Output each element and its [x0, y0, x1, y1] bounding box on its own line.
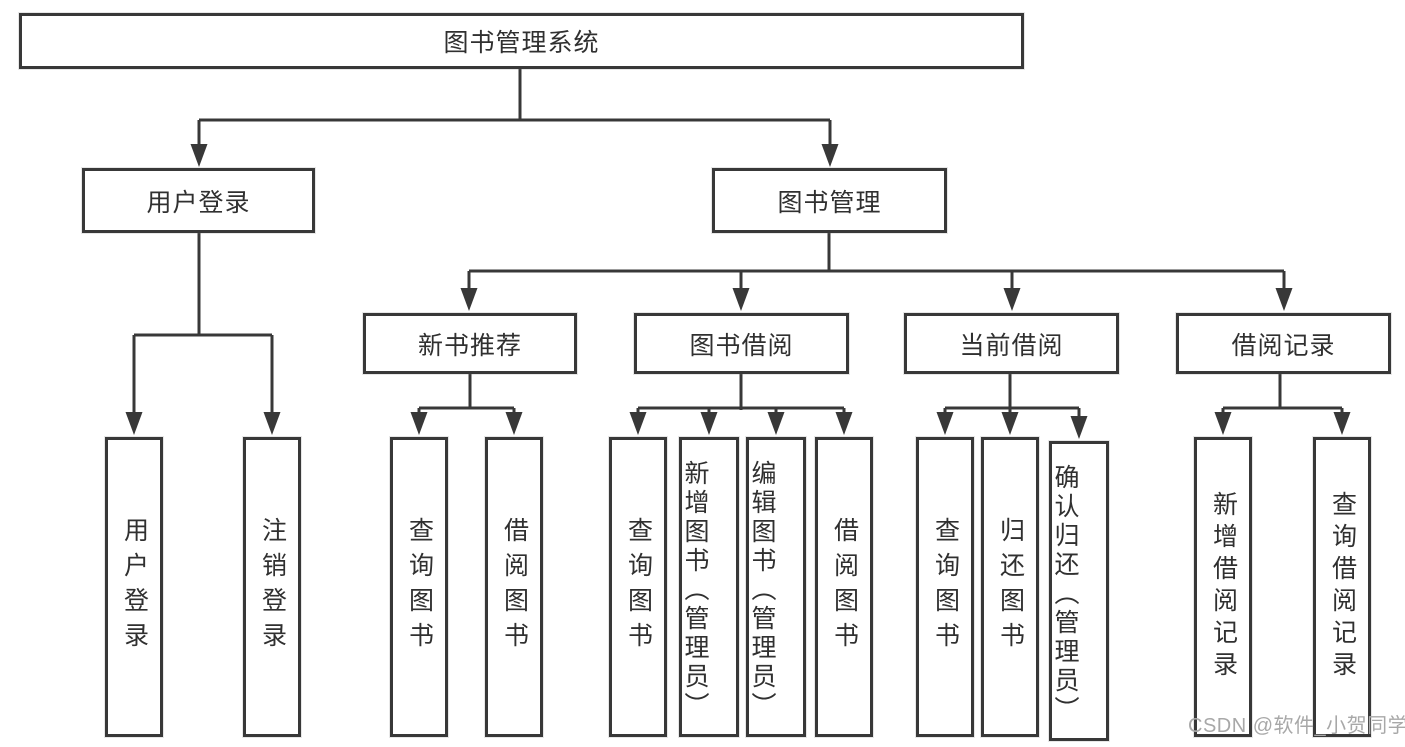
node-label: 图书管理系统 [443, 29, 600, 57]
leaf-return-books: 归还图书 [981, 437, 1039, 737]
arrowhead [1214, 412, 1232, 435]
node-label: 注销登录 [258, 517, 287, 657]
node-label: 借阅图书 [500, 517, 529, 657]
arrowhead [1070, 416, 1088, 439]
arrowhead [629, 412, 647, 435]
node-book-management: 图书管理 [712, 168, 947, 233]
leaf-query-books-borrow: 查询图书 [609, 437, 667, 737]
node-label: 查询图书 [405, 517, 434, 657]
node-label: 查询图书 [624, 517, 653, 657]
csdn-watermark: CSDN @软件_小贺同学 [1188, 715, 1405, 737]
node-label: 图书管理 [777, 188, 882, 217]
arrowhead [1333, 412, 1351, 435]
leaf-borrow-books-recommend: 借阅图书 [485, 437, 543, 737]
node-label: 借阅图书 [830, 517, 859, 657]
arrowhead [1003, 288, 1021, 311]
node-new-book-recommendation: 新书推荐 [363, 313, 577, 374]
arrowhead [460, 288, 478, 311]
leaf-query-books-recommend: 查询图书 [390, 437, 448, 737]
node-current-borrowing: 当前借阅 [904, 313, 1119, 374]
node-label: 新增图书（管理员） [681, 459, 709, 721]
leaf-query-borrow-record: 查询借阅记录 [1313, 437, 1371, 737]
arrowhead [821, 144, 839, 167]
arrowhead [190, 144, 208, 167]
node-label: 用户登录 [120, 517, 149, 657]
leaf-logout: 注销登录 [243, 437, 301, 737]
arrowhead [1001, 412, 1019, 435]
node-label: 图书借阅 [689, 331, 794, 360]
node-label: 归还图书 [996, 517, 1025, 657]
arrowhead [505, 412, 523, 435]
node-label: 当前借阅 [959, 331, 1064, 360]
node-label: 查询图书 [931, 517, 960, 657]
node-book-borrowing: 图书借阅 [634, 313, 849, 374]
node-label: 确认归还（管理员） [1051, 463, 1079, 725]
node-user-login: 用户登录 [82, 168, 315, 233]
node-label: 新书推荐 [417, 331, 522, 360]
arrowhead [936, 412, 954, 435]
node-label: 借阅记录 [1231, 331, 1336, 360]
leaf-query-books-current: 查询图书 [916, 437, 974, 737]
node-borrowing-records: 借阅记录 [1176, 313, 1391, 374]
arrowhead [125, 412, 143, 435]
arrowhead [1275, 288, 1293, 311]
node-library-management-system: 图书管理系统 [19, 13, 1024, 69]
arrowhead [410, 412, 428, 435]
leaf-add-borrow-record: 新增借阅记录 [1194, 437, 1252, 737]
arrowhead [263, 412, 281, 435]
node-label: 编辑图书（管理员） [748, 459, 776, 721]
node-label: 新增借阅记录 [1209, 491, 1238, 683]
arrowhead [767, 412, 785, 435]
arrowhead [732, 288, 750, 311]
leaf-borrow-books: 借阅图书 [815, 437, 873, 737]
arrowhead [835, 412, 853, 435]
arrowhead [700, 412, 718, 435]
leaf-edit-book-admin: 编辑图书（管理员） [746, 437, 806, 737]
node-label: 用户登录 [146, 188, 251, 217]
leaf-confirm-return-admin: 确认归还（管理员） [1049, 441, 1109, 741]
leaf-user-login: 用户登录 [105, 437, 163, 737]
leaf-add-book-admin: 新增图书（管理员） [679, 437, 739, 737]
node-label: 查询借阅记录 [1328, 491, 1357, 683]
